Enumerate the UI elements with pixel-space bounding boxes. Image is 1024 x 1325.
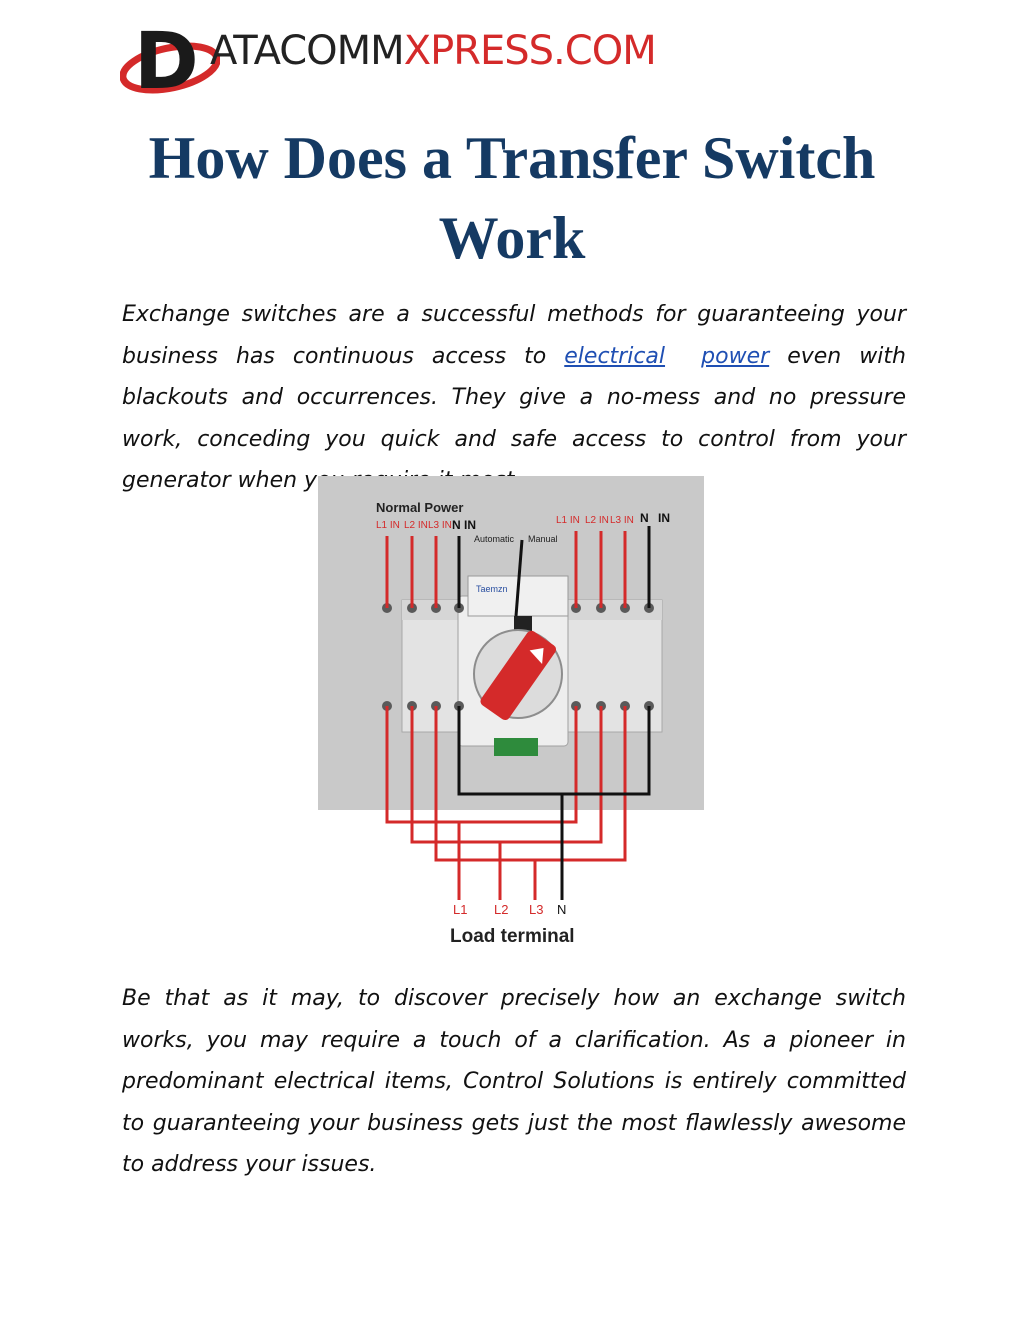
- left-input-n: N IN: [452, 518, 476, 532]
- explanation-paragraph: Be that as it may, to discover precisely…: [122, 986, 906, 1177]
- device-brand-label: Taemzn: [476, 584, 508, 594]
- mode-selector: [514, 616, 532, 632]
- right-input-in: IN: [658, 511, 670, 525]
- brand-logo-letter: D: [134, 17, 199, 104]
- handle-arrow-icon: [529, 647, 544, 665]
- right-input-l1: L1 IN: [556, 515, 580, 526]
- intro-text-before: Exchange switches are a successful metho…: [122, 302, 906, 369]
- transfer-switch-diagram: Normal Power L1 IN L2 IN L3 IN L1 IN L2 …: [318, 476, 708, 956]
- right-input-l3: L3 IN: [610, 515, 634, 526]
- right-input-n: N: [640, 511, 649, 525]
- load-label-l3: L3: [529, 902, 543, 917]
- green-terminal-block: [494, 738, 538, 756]
- left-input-l2: L2 IN: [404, 520, 428, 531]
- transfer-switch-illustration: Normal Power L1 IN L2 IN L3 IN L1 IN L2 …: [318, 476, 704, 947]
- input-wires-black: [457, 526, 651, 617]
- normal-power-label: Normal Power: [376, 500, 463, 515]
- load-label-n: N: [557, 902, 566, 917]
- brand-logo-mark: D: [119, 17, 221, 107]
- left-input-l3: L3 IN: [428, 520, 452, 531]
- page-title-line1: How Does a Transfer Switch: [148, 125, 876, 191]
- left-input-l1: L1 IN: [376, 520, 400, 531]
- brand-name-part2: XPRESS.COM: [403, 28, 657, 74]
- load-wires-red: [385, 706, 627, 900]
- right-input-l2: L2 IN: [585, 515, 609, 526]
- intro-paragraph: Exchange switches are a successful metho…: [122, 294, 906, 502]
- brand-name-part1: ATACOMM: [210, 28, 405, 74]
- load-label-l2: L2: [494, 902, 508, 917]
- load-wires-black: [457, 706, 651, 900]
- load-label-l1: L1: [453, 902, 467, 917]
- link-electrical[interactable]: electrical: [564, 343, 666, 369]
- brand-wordmark: ATACOMMXPRESS.COM: [210, 28, 657, 74]
- automatic-label: Automatic: [474, 534, 515, 544]
- input-wires-red: [385, 531, 627, 608]
- brand-logo: D ATACOMMXPRESS.COM: [119, 12, 657, 107]
- load-terminal-label: Load terminal: [450, 926, 575, 947]
- manual-label: Manual: [528, 534, 558, 544]
- page-title-line2: Work: [438, 205, 586, 271]
- link-power[interactable]: power: [701, 343, 770, 369]
